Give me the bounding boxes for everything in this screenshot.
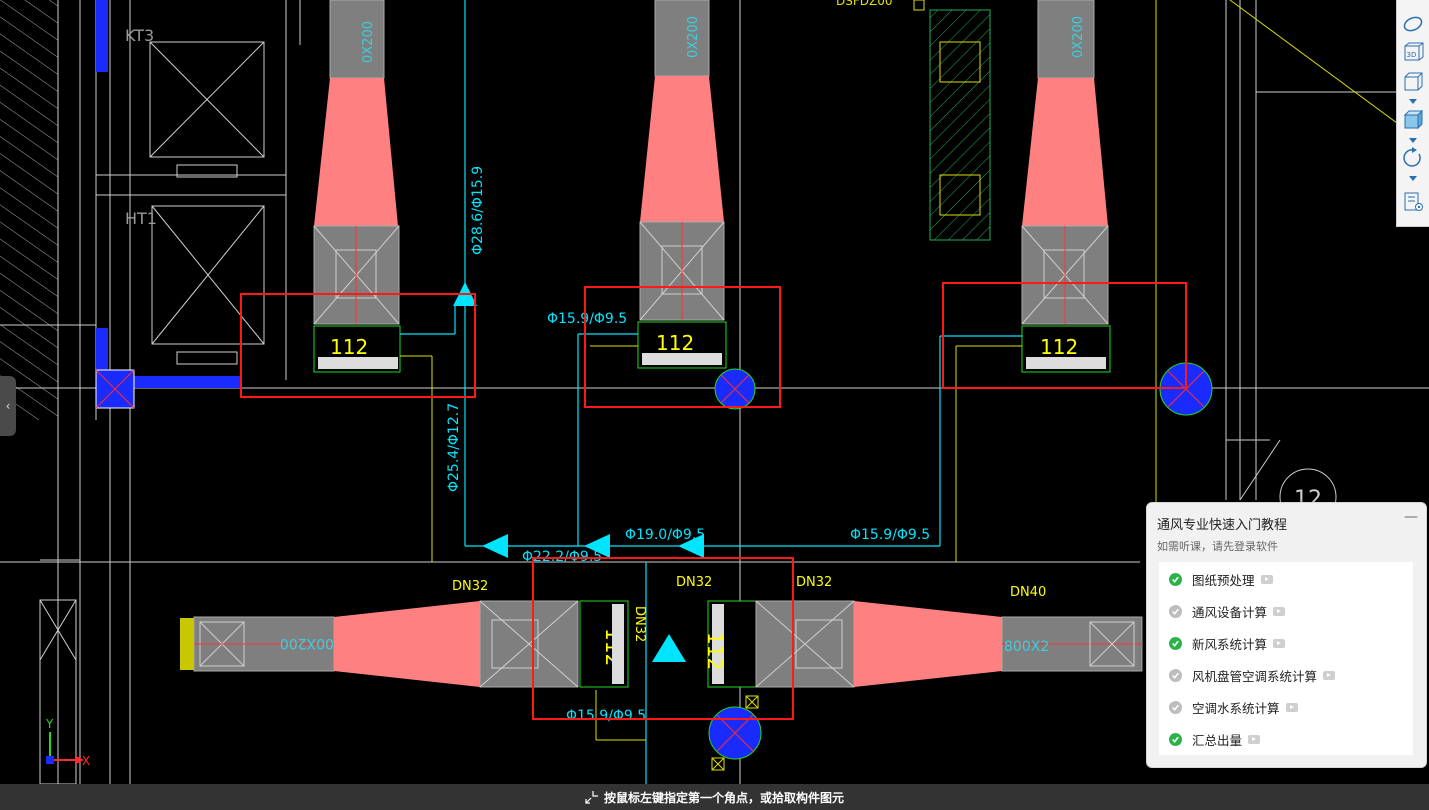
pipe-label: Φ15.9/Φ9.5	[850, 527, 930, 543]
tutorial-title: 通风专业快速入门教程	[1157, 518, 1288, 533]
shaft	[929, 9, 991, 241]
solid-cube-icon[interactable]	[1401, 108, 1425, 132]
dn-label: DN32	[632, 606, 647, 642]
play-icon[interactable]	[1248, 734, 1261, 744]
lesson-item[interactable]: 汇总出量	[1159, 724, 1413, 754]
orbit-icon[interactable]	[1401, 12, 1425, 36]
diffuser[interactable]	[714, 368, 756, 410]
lesson-item[interactable]: 通风设备计算	[1159, 596, 1413, 626]
diffuser[interactable]	[708, 706, 762, 760]
lesson-label: 新风系统计算	[1192, 636, 1268, 652]
cube-view-icon[interactable]	[1401, 70, 1425, 94]
lesson-item[interactable]: 风机盘管空调系统计算	[1159, 660, 1413, 690]
svg-text:0X200: 0X200	[686, 16, 701, 58]
svg-text:0X200: 0X200	[361, 21, 376, 63]
tutorial-subtitle: 如需听课，请先登录软件	[1157, 540, 1278, 553]
lesson-item[interactable]: 图纸预处理	[1159, 564, 1413, 594]
command-prompt: 按鼠标左键指定第一个角点，或拾取构件图元	[604, 791, 845, 805]
pipe-label: Φ19.0/Φ9.5	[625, 527, 705, 543]
view-toolbar: 3D	[1396, 0, 1429, 227]
flow-arrow-icon	[584, 534, 610, 558]
play-icon[interactable]	[1323, 670, 1336, 680]
check-icon	[1169, 636, 1182, 650]
lesson-label: 通风设备计算	[1192, 604, 1268, 620]
tutorial-panel: 通风专业快速入门教程 — 如需听课，请先登录软件 图纸预处理 通风设备计算 新风…	[1146, 502, 1427, 768]
lesson-label: 风机盘管空调系统计算	[1192, 668, 1318, 684]
check-icon	[1169, 604, 1182, 618]
play-icon[interactable]	[1273, 638, 1286, 648]
shaft-box	[939, 41, 981, 83]
horizontal-duct-right[interactable]: 112 800X2	[703, 600, 1143, 688]
command-status-bar: 按鼠标左键指定第一个角点，或拾取构件图元	[0, 784, 1429, 810]
svg-text:0X200: 0X200	[1071, 16, 1086, 58]
chevron-left-icon: ‹	[5, 399, 11, 413]
blue-wall	[130, 376, 240, 388]
lesson-label: 空调水系统计算	[1192, 700, 1280, 716]
3d-view-icon[interactable]: 3D	[1401, 40, 1425, 64]
check-icon	[1169, 572, 1182, 586]
play-icon[interactable]	[1260, 574, 1273, 584]
cad-canvas[interactable]: 12 KT3 HT1 DSFDZ00 0X200 112 0X200	[0, 0, 1429, 784]
condensate-pipes	[400, 0, 1157, 741]
blue-wall	[96, 328, 108, 378]
dropdown-arrow-icon[interactable]	[1408, 136, 1418, 144]
fan-coil-unit-1[interactable]: 0X200 112	[313, 0, 401, 373]
lesson-item[interactable]: 空调水系统计算	[1159, 692, 1413, 722]
play-icon[interactable]	[1273, 606, 1286, 616]
svg-text:X: X	[82, 754, 90, 768]
svg-text:00X200: 00X200	[280, 635, 334, 651]
svg-text:3D: 3D	[1407, 51, 1417, 59]
lesson-label: 图纸预处理	[1192, 572, 1255, 588]
diagonal-line	[1229, 0, 1421, 141]
wall-hatch	[0, 0, 58, 420]
svg-text:112: 112	[703, 632, 727, 670]
selection-boxes	[240, 282, 1187, 720]
flow-arrow-icon	[678, 534, 704, 558]
lesson-list: 图纸预处理 通风设备计算 新风系统计算 风机盘管空调系统计算 空调水系统计算 汇…	[1159, 562, 1413, 755]
dropdown-arrow-icon[interactable]	[1408, 174, 1418, 182]
lesson-item[interactable]: 新风系统计算	[1159, 628, 1413, 658]
dn-label: DN32	[452, 579, 488, 594]
dropdown-arrow-icon[interactable]	[1408, 97, 1418, 105]
check-icon	[1169, 668, 1182, 682]
svg-text:112: 112	[330, 335, 368, 359]
dn-label: DN32	[676, 575, 712, 590]
play-icon[interactable]	[1285, 702, 1298, 712]
flow-arrow-icon	[482, 534, 508, 558]
top-fragment-label: DSFDZ00	[836, 0, 893, 8]
fan-coil-unit-2[interactable]: 0X200 112	[637, 0, 727, 369]
layer-display-icon[interactable]	[1401, 190, 1425, 214]
lesson-label: 汇总出量	[1192, 732, 1243, 748]
left-panel-toggle[interactable]: ‹	[0, 376, 16, 436]
shaft-box	[939, 174, 981, 216]
minimize-button[interactable]: —	[1404, 509, 1418, 525]
refrigerant-pipes	[400, 0, 1022, 784]
svg-text:Y: Y	[45, 717, 54, 731]
fan-coil-unit-3[interactable]: 0X200 112	[1021, 0, 1111, 373]
pipe-label: Φ28.6/Φ15.9	[470, 166, 486, 255]
check-icon	[1169, 700, 1182, 714]
pipe-label: Φ15.9/Φ9.5	[566, 708, 646, 724]
ucs-axis-icon: Y X	[45, 717, 90, 768]
check-icon	[1169, 732, 1182, 746]
svg-text:112: 112	[656, 331, 694, 355]
pick-corner-icon	[585, 791, 598, 804]
rotate-icon[interactable]	[1401, 146, 1425, 170]
pipe-label: Φ25.4/Φ12.7	[446, 403, 462, 492]
flow-arrow-icon	[652, 634, 686, 662]
room-label-kt3: KT3	[125, 26, 154, 45]
valve-icon	[711, 695, 759, 771]
dn-label: DN40	[1010, 585, 1046, 600]
svg-text:800X2: 800X2	[1004, 639, 1049, 655]
horizontal-duct-left[interactable]: 00X200 112	[180, 600, 629, 688]
dn-label: DN32	[796, 575, 832, 590]
svg-text:112: 112	[1040, 335, 1078, 359]
blue-wall	[96, 0, 108, 72]
pipe-label: Φ15.9/Φ9.5	[547, 311, 627, 327]
room-label-ht1: HT1	[125, 209, 157, 228]
